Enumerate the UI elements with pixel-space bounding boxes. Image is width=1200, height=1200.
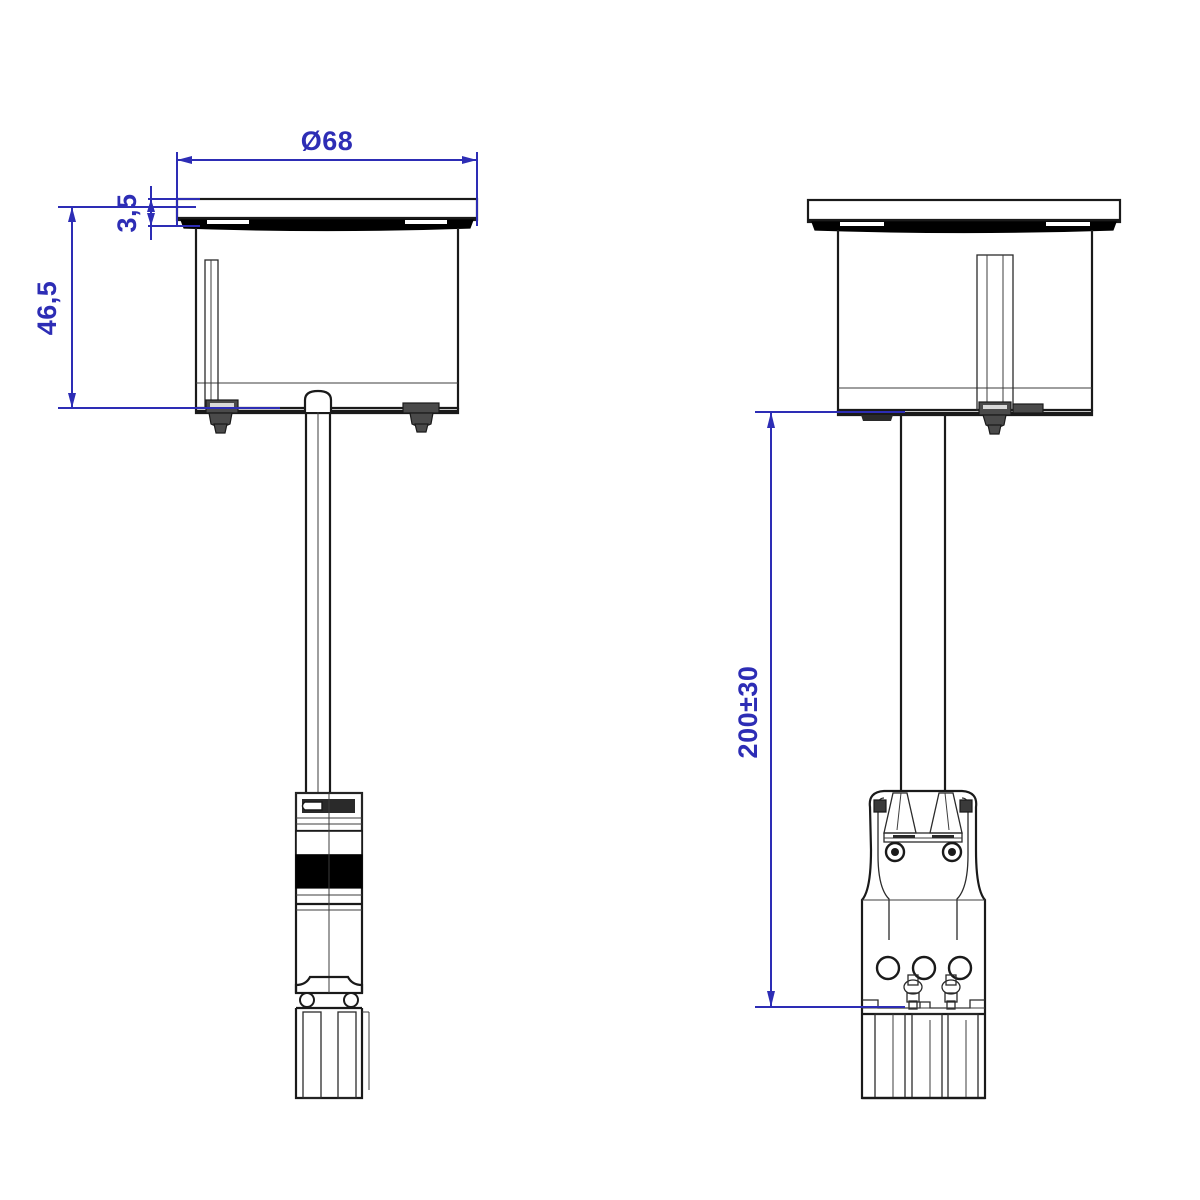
connector-stud-left (903, 974, 923, 1010)
side-view-clamp-left (205, 399, 239, 434)
front-view-flange (806, 198, 1122, 234)
front-view-group (806, 198, 1122, 1100)
front-view-clamp (978, 401, 1044, 435)
front-view-dimensions: 200±30 (733, 411, 905, 1008)
dimension-label-height-46-5: 46,5 (32, 281, 62, 336)
dimension-label-diameter-68: Ø68 (301, 126, 354, 156)
side-view-flange (175, 197, 479, 232)
side-view-group (175, 197, 479, 1100)
dimension-height-3-5: 3,5 (112, 186, 200, 240)
side-view-strain-relief (303, 389, 333, 412)
side-view-dimensions: Ø68 3,5 46,5 (32, 126, 478, 409)
connector-outline (860, 789, 987, 1100)
dimension-height-46-5: 46,5 (32, 206, 280, 409)
front-view-connector (860, 789, 987, 1100)
dimension-label-cable-length-200: 200±30 (733, 666, 763, 759)
dimension-cable-length-200: 200±30 (733, 411, 905, 1008)
side-view-clamp-right (402, 402, 440, 433)
front-view-bottom-detail-left (861, 415, 893, 421)
front-flange-underside (811, 221, 1117, 234)
side-view-connector (294, 791, 370, 1100)
dimension-diameter-68: Ø68 (176, 126, 478, 226)
front-view-cable (899, 414, 947, 792)
connector-stud-right (941, 974, 961, 1010)
dimension-label-height-3-5: 3,5 (112, 193, 142, 232)
side-view-cable (304, 412, 332, 793)
